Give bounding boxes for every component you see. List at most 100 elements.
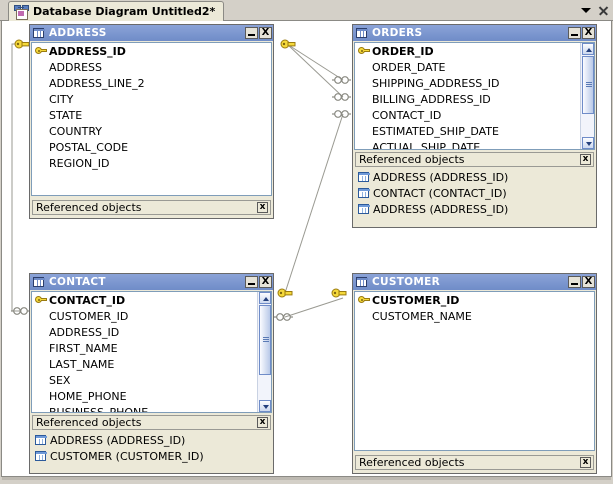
column-row[interactable]: SEX	[49, 373, 71, 387]
key-icon-address-right	[280, 39, 296, 49]
column-row[interactable]: CITY	[49, 92, 74, 106]
column-row[interactable]: CONTACT_ID	[372, 108, 442, 122]
column-list-orders[interactable]: ORDER_ID ORDER_DATE SHIPPING_ADDRESS_ID …	[354, 42, 595, 150]
tab-strip-controls	[581, 2, 609, 19]
crowfoot-orders-billing	[332, 93, 351, 101]
column-row[interactable]: STATE	[49, 108, 83, 122]
table-titlebar-contact[interactable]: CONTACT X	[30, 274, 273, 290]
column-row[interactable]: HOME_PHONE	[49, 389, 127, 403]
column-list-address[interactable]: ADDRESS_ID ADDRESS ADDRESS_LINE_2 CITY S…	[31, 42, 272, 196]
scroll-up-button[interactable]	[259, 292, 271, 304]
minimize-button-customer[interactable]	[568, 276, 581, 288]
table-icon	[356, 28, 368, 38]
column-row[interactable]: ACTUAL_SHIP_DATE	[372, 140, 481, 150]
table-name-address: ADDRESS	[49, 27, 107, 39]
vertical-scrollbar-contact[interactable]	[257, 292, 271, 412]
table-window-address[interactable]: ADDRESS X ADDRESS_ID ADDRESS ADDRESS_LIN…	[29, 24, 274, 219]
referenced-objects-bar-contact: Referenced objects x	[32, 415, 271, 430]
table-titlebar-orders[interactable]: ORDERS X	[353, 25, 596, 41]
column-row[interactable]: POSTAL_CODE	[49, 140, 129, 154]
list-item[interactable]: ADDRESS (ADDRESS_ID)	[32, 432, 271, 448]
tab-strip: Database Diagram Untitled2*	[0, 0, 613, 21]
minimize-button-address[interactable]	[245, 27, 258, 39]
window-buttons-contact: X	[245, 276, 272, 288]
column-row[interactable]: CUSTOMER_ID	[49, 309, 129, 323]
column-row[interactable]: ADDRESS_ID	[32, 43, 271, 59]
column-row[interactable]: ADDRESS_LINE_2	[49, 76, 145, 90]
column-row[interactable]: ESTIMATED_SHIP_DATE	[372, 124, 499, 138]
column-row[interactable]: ORDER_ID	[355, 43, 594, 59]
minimize-button-orders[interactable]	[568, 27, 581, 39]
table-name-contact: CONTACT	[49, 276, 106, 288]
crowfoot-orders-contact	[332, 110, 351, 118]
column-row[interactable]: REGION_ID	[49, 156, 110, 170]
tab-strip-divider	[0, 20, 613, 21]
crowfoot-contact-address	[11, 307, 30, 315]
window-shadow	[2, 477, 611, 480]
primary-key-icon	[357, 293, 372, 307]
column-row[interactable]: ORDER_DATE	[372, 60, 446, 74]
crowfoot-contact-customer	[274, 313, 293, 321]
close-button-orders[interactable]: X	[582, 27, 595, 39]
table-titlebar-customer[interactable]: CUSTOMER X	[353, 274, 596, 290]
table-ref-icon	[358, 172, 370, 182]
list-item[interactable]: CUSTOMER (CUSTOMER_ID)	[32, 448, 271, 464]
scroll-down-button[interactable]	[582, 137, 594, 149]
referenced-objects-label: Referenced objects	[359, 153, 465, 166]
primary-key-icon	[34, 293, 49, 307]
window-buttons-address: X	[245, 27, 272, 39]
column-row[interactable]: BILLING_ADDRESS_ID	[372, 92, 491, 106]
key-icon-contact-right	[277, 288, 293, 298]
referenced-objects-list-contact[interactable]: ADDRESS (ADDRESS_ID) CUSTOMER (CUSTOMER_…	[32, 432, 271, 464]
referenced-objects-close-button[interactable]: x	[257, 417, 268, 428]
referenced-objects-list-orders[interactable]: ADDRESS (ADDRESS_ID) CONTACT (CONTACT_ID…	[355, 169, 594, 217]
column-list-contact[interactable]: CONTACT_ID CUSTOMER_ID ADDRESS_ID FIRST_…	[31, 291, 272, 413]
column-row[interactable]: CUSTOMER_ID	[355, 292, 594, 308]
primary-key-icon	[34, 44, 49, 58]
list-item[interactable]: CONTACT (CONTACT_ID)	[355, 185, 594, 201]
column-row[interactable]: CONTACT_ID	[32, 292, 271, 308]
referenced-objects-close-button[interactable]: x	[257, 202, 268, 213]
column-row[interactable]: ADDRESS	[49, 60, 103, 74]
table-window-orders[interactable]: ORDERS X ORDER_ID ORDER_DATE SHIPPING_AD…	[352, 24, 597, 228]
table-name-orders: ORDERS	[372, 27, 423, 39]
table-ref-icon	[358, 188, 370, 198]
diagram-canvas[interactable]: ADDRESS X ADDRESS_ID ADDRESS ADDRESS_LIN…	[1, 21, 612, 477]
referenced-objects-close-button[interactable]: x	[580, 457, 591, 468]
chevron-down-icon[interactable]	[581, 8, 591, 13]
table-window-contact[interactable]: CONTACT X CONTACT_ID CUSTOMER_ID ADDRESS…	[29, 273, 274, 474]
close-button-contact[interactable]: X	[259, 276, 272, 288]
scrollbar-thumb[interactable]	[582, 56, 594, 114]
column-row[interactable]: CUSTOMER_NAME	[372, 309, 472, 323]
column-row[interactable]: LAST_NAME	[49, 357, 115, 371]
scroll-down-button[interactable]	[259, 400, 271, 412]
referenced-objects-bar-address: Referenced objects x	[32, 200, 271, 215]
scroll-up-button[interactable]	[582, 43, 594, 55]
table-window-customer[interactable]: CUSTOMER X CUSTOMER_ID CUSTOMER_NAME Ref…	[352, 273, 597, 474]
close-icon[interactable]	[598, 5, 609, 16]
referenced-objects-label: Referenced objects	[36, 201, 142, 214]
window-buttons-customer: X	[568, 276, 595, 288]
scrollbar-thumb[interactable]	[259, 305, 271, 375]
list-item[interactable]: ADDRESS (ADDRESS_ID)	[355, 201, 594, 217]
list-item[interactable]: ADDRESS (ADDRESS_ID)	[355, 169, 594, 185]
referenced-objects-bar-orders: Referenced objects x	[355, 152, 594, 167]
column-row[interactable]: BUSINESS_PHONE	[49, 405, 149, 413]
close-button-address[interactable]: X	[259, 27, 272, 39]
tab-label: Database Diagram Untitled2*	[33, 5, 216, 18]
minimize-button-contact[interactable]	[245, 276, 258, 288]
column-list-customer[interactable]: CUSTOMER_ID CUSTOMER_NAME	[354, 291, 595, 451]
close-button-customer[interactable]: X	[582, 276, 595, 288]
column-row[interactable]: SHIPPING_ADDRESS_ID	[372, 76, 500, 90]
vertical-scrollbar-orders[interactable]	[580, 43, 594, 149]
crowfoot-orders-shipping	[332, 76, 351, 84]
referenced-objects-close-button[interactable]: x	[580, 154, 591, 165]
column-row[interactable]: COUNTRY	[49, 124, 102, 138]
table-icon	[356, 277, 368, 287]
column-row[interactable]: FIRST_NAME	[49, 341, 118, 355]
column-row[interactable]: ADDRESS_ID	[49, 325, 120, 339]
tab-database-diagram[interactable]: Database Diagram Untitled2*	[8, 1, 225, 21]
table-name-customer: CUSTOMER	[372, 276, 440, 288]
table-titlebar-address[interactable]: ADDRESS X	[30, 25, 273, 41]
